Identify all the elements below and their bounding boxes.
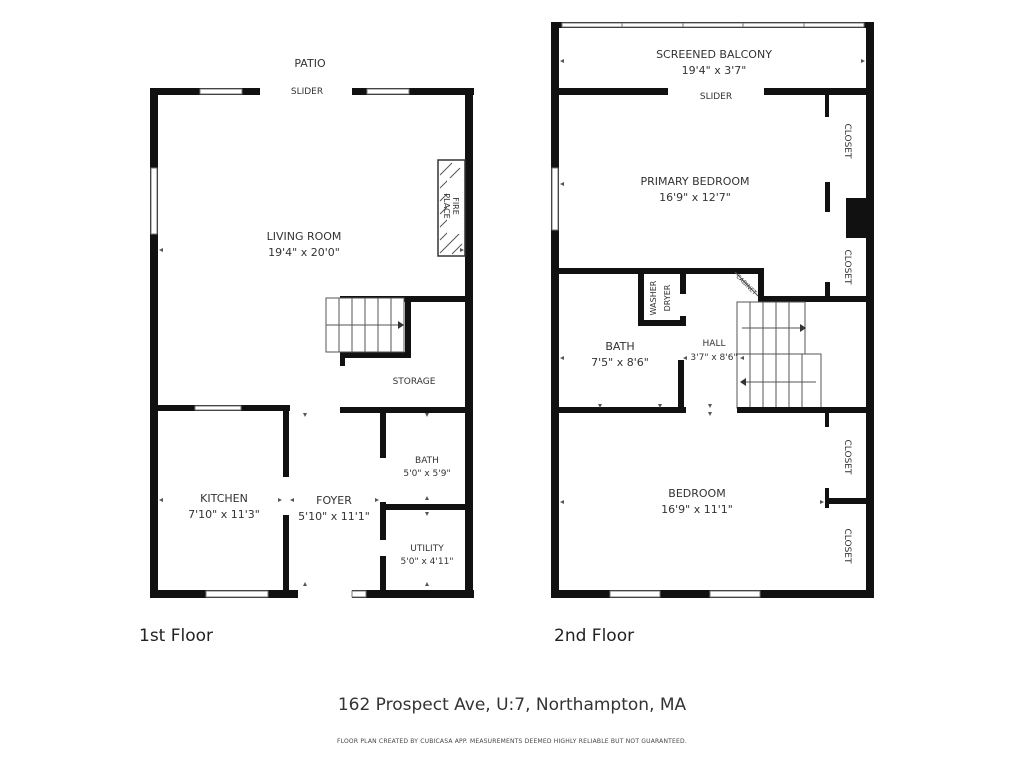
foyer-dims: 5'10" x 11'1" <box>298 510 370 523</box>
storage-south-wall <box>340 407 468 413</box>
closet-label-1: CLOSET <box>842 124 852 159</box>
foyer-bath-wall-upper <box>380 410 386 458</box>
primary-south-wall-left <box>551 268 763 274</box>
floor1-labels: PATIO SLIDER LIVING ROOM 19'4" x 20'0" F… <box>188 57 460 567</box>
living-room-dims: 19'4" x 20'0" <box>268 246 340 259</box>
floor2-caption: 2nd Floor <box>554 626 635 646</box>
floor1-caption: 1st Floor <box>139 626 214 646</box>
washer-closet-west-wall <box>638 270 644 326</box>
fireplace-label-2: PLACE <box>442 193 451 218</box>
washer-closet-east-wall-upper <box>680 270 686 294</box>
bedroom-window-south-right <box>709 590 761 598</box>
utility-name: UTILITY <box>410 544 444 554</box>
kitchen-dims: 7'10" x 11'3" <box>188 508 260 521</box>
kitchen-foyer-wall-upper <box>283 405 289 477</box>
floor1-west-wall <box>150 88 158 598</box>
balcony-dims: 19'4" x 3'7" <box>682 64 747 77</box>
front-door-opening <box>298 590 352 598</box>
hall-dims: 3'7" x 8'6" <box>690 353 737 363</box>
floor2-slider-label: SLIDER <box>700 92 732 102</box>
disclaimer: FLOOR PLAN CREATED BY CUBICASA APP. MEAS… <box>337 738 687 745</box>
floor1-east-wall <box>465 88 473 598</box>
bedroom-name: BEDROOM <box>668 487 725 500</box>
floor1-plan <box>150 88 474 598</box>
living-room-name: LIVING ROOM <box>267 230 342 243</box>
bedroom-window-south-left <box>609 590 661 598</box>
chimney-block <box>846 198 868 238</box>
primary-south-wall-right <box>758 296 872 302</box>
washer-closet-south-wall <box>638 320 684 326</box>
fireplace-label-bg <box>447 178 462 234</box>
closet-label-3: CLOSET <box>842 440 852 475</box>
foyer-bath-wall-mid <box>380 502 386 540</box>
cabinet-label: CABINET <box>734 273 758 297</box>
cabinet-swing <box>734 271 759 297</box>
closet-jamb-c <box>825 282 830 298</box>
stair-south-wall <box>340 352 410 358</box>
bath2-dims: 7'5" x 8'6" <box>591 356 649 369</box>
bedroom-dims: 16'9" x 11'1" <box>661 503 733 516</box>
closet-label-4: CLOSET <box>842 529 852 564</box>
floor1-window-north-right <box>366 88 410 95</box>
floor2-labels: SCREENED BALCONY 19'4" x 3'7" SLIDER PRI… <box>591 48 852 564</box>
kitchen-pass-window <box>194 405 242 411</box>
balcony-screens <box>561 22 865 28</box>
balcony-name: SCREENED BALCONY <box>656 48 772 61</box>
hall-name: HALL <box>703 339 726 349</box>
washer-closet-east-wall-lower <box>680 316 686 326</box>
primary-bedroom-dims: 16'9" x 12'7" <box>659 191 731 204</box>
stair-east-wall <box>405 296 411 358</box>
bath2-east-wall <box>678 360 684 412</box>
patio-label: PATIO <box>294 57 326 70</box>
floor1-slider-label: SLIDER <box>291 87 323 97</box>
foyer-utility-wall-lower <box>380 556 386 596</box>
closet-door-jamb-a <box>825 95 829 117</box>
floor1-window-north-left <box>199 88 243 95</box>
bath1-dims: 5'0" x 5'9" <box>403 469 450 479</box>
floor2-east-wall <box>866 22 874 598</box>
dryer-label: DRYER <box>663 284 672 311</box>
foyer-name: FOYER <box>316 494 352 507</box>
fireplace-label-1: FIRE <box>451 197 460 215</box>
property-address: 162 Prospect Ave, U:7, Northampton, MA <box>337 695 687 715</box>
primary-window-west <box>551 167 559 231</box>
primary-bedroom-name: PRIMARY BEDROOM <box>640 175 749 188</box>
floor2-slider-opening <box>668 88 764 95</box>
kitchen-name: KITCHEN <box>200 492 248 505</box>
storage-name: STORAGE <box>393 377 436 387</box>
floor1-window-west <box>150 167 158 235</box>
bath2-south-wall <box>551 407 686 413</box>
floor2-plan <box>551 22 874 598</box>
closet-jamb-d <box>825 413 829 427</box>
cabinet-east-wall <box>758 268 764 298</box>
utility-dims: 5'0" x 4'11" <box>401 557 454 567</box>
floor1-slider-opening <box>260 88 352 95</box>
kitchen-foyer-wall-lower <box>283 515 289 595</box>
floor2-stairs-lower <box>736 353 822 409</box>
washer-label: WASHER <box>649 280 658 315</box>
bath-utility-wall <box>383 504 468 510</box>
closet-jamb-b <box>825 182 830 212</box>
floor2-west-wall <box>551 22 559 598</box>
stairs-south-wall <box>737 407 872 413</box>
bath1-name: BATH <box>415 456 439 466</box>
kitchen-window-south <box>205 590 269 598</box>
bath2-name: BATH <box>605 340 634 353</box>
stair-south-stub <box>340 352 345 366</box>
closet-label-2: CLOSET <box>842 250 852 285</box>
closet-divider <box>825 498 872 504</box>
front-door-sidelight <box>351 590 367 598</box>
